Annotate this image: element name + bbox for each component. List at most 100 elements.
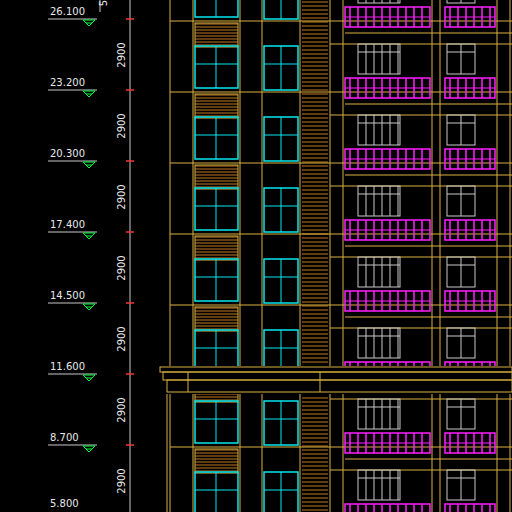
cad-stroke (195, 459, 238, 460)
cad-stroke (445, 159, 495, 160)
cad-stroke (374, 0, 375, 3)
cad-stroke (465, 504, 467, 512)
cad-stroke (445, 78, 495, 98)
cad-stroke (374, 44, 375, 74)
cad-stroke (302, 178, 328, 179)
dimension-text: 2900 (116, 326, 126, 351)
cornice-mask (158, 366, 512, 394)
cad-stroke (461, 186, 462, 216)
cad-stroke (345, 159, 430, 160)
elevation-level: 11.600 (50, 362, 85, 372)
cad-stroke (195, 101, 238, 102)
cad-stroke (421, 504, 423, 512)
cad-stroke (170, 163, 512, 164)
cad-stroke (216, 401, 217, 443)
cad-stroke (195, 307, 238, 331)
cad-stroke (302, 18, 328, 19)
cad-stroke (447, 478, 475, 479)
cad-stroke (398, 44, 399, 74)
cad-stroke (447, 399, 475, 429)
cad-stroke (390, 186, 391, 216)
level-triangle (83, 375, 95, 381)
cad-stroke (447, 265, 475, 266)
cad-stroke (170, 21, 512, 22)
cad-stroke (461, 328, 462, 358)
cad-stroke (345, 17, 430, 18)
cad-stroke (195, 450, 238, 451)
cad-stroke (473, 504, 475, 512)
cad-stroke (302, 270, 328, 271)
cad-stroke (195, 98, 238, 99)
cad-stroke (302, 14, 328, 15)
cad-stroke (447, 336, 475, 337)
cad-stroke (382, 470, 383, 500)
cad-stroke (195, 135, 238, 136)
cad-stroke (302, 474, 328, 475)
cad-stroke (382, 0, 383, 3)
cad-stroke (195, 252, 238, 253)
cad-stroke (358, 123, 400, 124)
cad-stroke (390, 44, 391, 74)
cad-stroke (302, 486, 328, 487)
cad-stroke (330, 257, 512, 258)
cad-stroke (302, 306, 328, 307)
cad-stroke (366, 44, 367, 74)
cad-stroke (195, 236, 238, 260)
cad-stroke (302, 282, 328, 283)
level-triangle (83, 162, 95, 168)
cad-stroke (48, 445, 97, 446)
cad-stroke (461, 399, 462, 429)
cad-stroke (382, 257, 383, 287)
cad-stroke (86, 449, 92, 450)
cad-stroke (264, 188, 298, 232)
cad-stroke (302, 466, 328, 467)
cad-stroke (320, 372, 321, 392)
cad-stroke (302, 482, 328, 483)
cad-stroke (302, 250, 328, 251)
cad-stroke (195, 320, 238, 321)
cad-stroke (167, 380, 512, 392)
cad-stroke (302, 262, 328, 263)
cad-stroke (195, 246, 238, 247)
cad-stroke (302, 438, 328, 439)
cad-stroke (302, 86, 328, 87)
cad-stroke (170, 0, 171, 512)
cad-stroke (195, 308, 238, 309)
cad-stroke (264, 64, 298, 65)
cad-stroke (195, 184, 238, 185)
cad-stroke (302, 442, 328, 443)
cad-stroke (330, 328, 512, 329)
cad-stroke (358, 328, 400, 358)
cad-stroke (195, 326, 238, 327)
cad-stroke (302, 206, 328, 207)
cad-stroke (302, 214, 328, 215)
cad-stroke (302, 290, 328, 291)
cad-stroke (86, 307, 92, 308)
dimension-text: 2900 (116, 397, 126, 422)
cad-stroke (397, 504, 399, 512)
cad-stroke (461, 115, 462, 145)
cad-stroke (302, 398, 328, 399)
cad-stroke (160, 367, 512, 372)
dimension-text: 2900 (116, 184, 126, 209)
cad-stroke (398, 186, 399, 216)
elevation-level: 23.200 (50, 78, 85, 88)
elevation-level: 14.500 (50, 291, 85, 301)
cad-stroke (302, 226, 328, 227)
cad-stroke (358, 186, 400, 216)
cad-stroke (216, 330, 217, 372)
cad-stroke (302, 114, 328, 115)
cad-stroke (382, 328, 383, 358)
cad-stroke (330, 115, 512, 116)
cad-stroke (195, 30, 238, 31)
cad-stroke (302, 150, 328, 151)
cad-stroke (302, 402, 328, 403)
cad-stroke (390, 328, 391, 358)
cad-stroke (302, 322, 328, 323)
cad-stroke (193, 0, 194, 512)
dimension-text: 2900 (116, 113, 126, 138)
cad-stroke (358, 0, 400, 3)
cad-stroke (302, 118, 328, 119)
cad-stroke (281, 46, 282, 90)
cad-stroke (302, 302, 328, 303)
